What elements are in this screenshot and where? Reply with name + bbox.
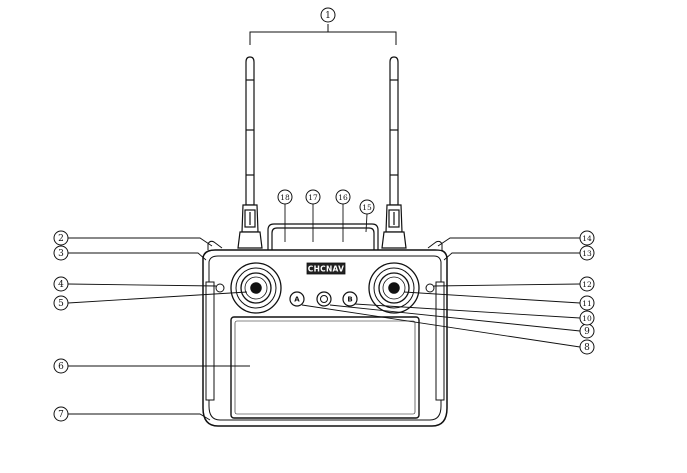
- svg-text:9: 9: [584, 327, 590, 337]
- brand-label: CHCNAV: [308, 265, 344, 274]
- right-indicator: [425, 283, 435, 293]
- svg-text:13: 13: [582, 249, 592, 258]
- svg-text:14: 14: [582, 234, 592, 243]
- callout-18: 18: [277, 189, 293, 205]
- svg-text:6: 6: [58, 362, 64, 372]
- svg-text:11: 11: [582, 299, 592, 308]
- left-indicator: [215, 283, 225, 293]
- svg-text:7: 7: [58, 410, 64, 420]
- callout-6: 6: [53, 358, 69, 374]
- svg-text:18: 18: [280, 193, 290, 202]
- callout-17: 17: [305, 189, 321, 205]
- b-button-label: B: [347, 296, 352, 304]
- callout-3: 3: [53, 245, 69, 261]
- callout-15: 15: [359, 199, 375, 215]
- right-antenna: [381, 56, 407, 249]
- phone-holder: [267, 223, 379, 250]
- callout-4: 4: [53, 276, 69, 292]
- callout-7: 7: [53, 406, 69, 422]
- left-antenna: [237, 56, 263, 249]
- antenna-bracket: [249, 31, 397, 45]
- callout-1: 1: [320, 7, 336, 23]
- svg-text:5: 5: [58, 299, 64, 309]
- callout-11: 11: [579, 295, 595, 311]
- svg-text:2: 2: [58, 234, 64, 244]
- callout-5: 5: [53, 295, 69, 311]
- svg-text:15: 15: [362, 203, 372, 212]
- svg-text:10: 10: [582, 314, 592, 323]
- svg-text:3: 3: [58, 249, 64, 259]
- callout-13: 13: [579, 245, 595, 261]
- svg-text:4: 4: [58, 280, 64, 290]
- callout-2: 2: [53, 230, 69, 246]
- callout-9: 9: [579, 323, 595, 339]
- callout-12: 12: [579, 276, 595, 292]
- callout-14: 14: [579, 230, 595, 246]
- a-button-label: A: [294, 296, 300, 304]
- brand-plate: [306, 262, 346, 275]
- display-screen: [230, 316, 420, 419]
- power-button: [316, 291, 332, 307]
- svg-text:16: 16: [338, 193, 348, 202]
- svg-text:17: 17: [308, 193, 318, 202]
- svg-text:12: 12: [582, 280, 592, 289]
- svg-text:8: 8: [584, 343, 590, 353]
- callout-8: 8: [579, 339, 595, 355]
- svg-text:1: 1: [325, 11, 331, 21]
- leader-lines: [67, 204, 581, 421]
- callout-10: 10: [579, 310, 595, 326]
- right-joystick: [368, 262, 420, 314]
- a-button: A: [289, 291, 305, 307]
- b-button: B: [342, 291, 358, 307]
- left-joystick: [230, 262, 282, 314]
- callout-16: 16: [335, 189, 351, 205]
